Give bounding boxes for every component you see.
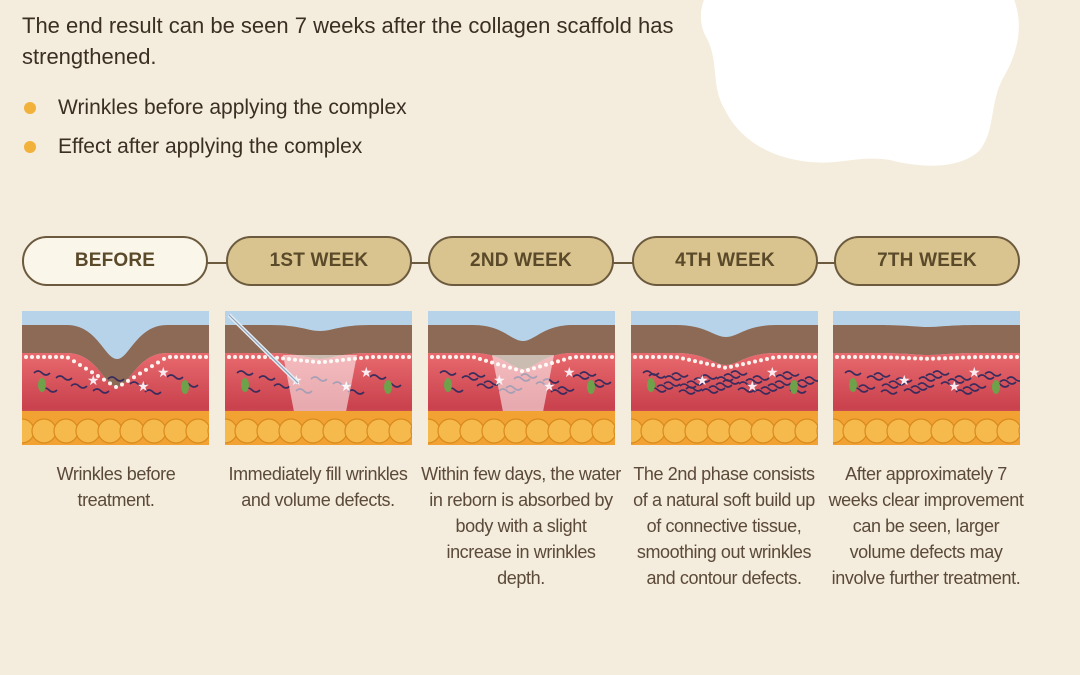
stage-pill-week-4: 4TH WEEK [632, 236, 818, 286]
stage-pill-week-1: 1ST WEEK [226, 236, 412, 286]
legend-item-before: Wrinkles before applying the complex [22, 88, 407, 127]
svg-text:★: ★ [898, 373, 911, 389]
stage-caption-week-2: Within few days, the water in reborn is … [421, 464, 621, 588]
stage-pill-before: BEFORE [22, 236, 208, 286]
skin-illustration-before: ★ ★ ★ [22, 311, 209, 445]
skin-illustration-week-2: ★★★ [428, 311, 615, 445]
svg-text:★: ★ [360, 365, 373, 381]
legend-label: Effect after applying the complex [58, 134, 363, 158]
stage-pill-week-7: 7TH WEEK [834, 236, 1020, 286]
skin-illustration-week-1: ★★★ [225, 311, 412, 445]
skin-illustration-week-4: ★ ★ ★ [631, 311, 818, 445]
skin-illustration-week-7: ★ ★ ★ [833, 311, 1020, 445]
legend-label: Wrinkles before applying the complex [58, 95, 407, 119]
stage-caption-week-4: The 2nd phase consists of a natural soft… [633, 464, 815, 588]
legend-item-after: Effect after applying the complex [22, 127, 407, 166]
svg-text:★: ★ [696, 373, 709, 389]
face-mask-decoration [700, 0, 1019, 166]
intro-text: The end result can be seen 7 weeks after… [22, 13, 674, 69]
svg-text:★: ★ [746, 379, 759, 395]
timeline-connector [610, 262, 634, 264]
stage-caption-week-1: Immediately fill wrinkles and volume def… [228, 464, 408, 510]
bullet-dot-icon [24, 101, 36, 114]
svg-text:★: ★ [157, 365, 170, 381]
bullet-dot-icon [24, 140, 36, 153]
svg-text:★: ★ [87, 373, 100, 389]
timeline: BEFORE 1ST WEEK 2ND WEEK 4TH WEEK 7TH WE… [22, 236, 1022, 290]
svg-text:★: ★ [968, 365, 981, 381]
svg-text:★: ★ [766, 365, 779, 381]
stage-pill-week-2: 2ND WEEK [428, 236, 614, 286]
timeline-connector [206, 262, 228, 264]
svg-text:★: ★ [948, 379, 961, 395]
stage-caption-before: Wrinkles before treatment. [56, 464, 176, 510]
timeline-connector [814, 262, 836, 264]
legend-list: Wrinkles before applying the complex Eff… [22, 88, 407, 166]
stage-caption-week-7: After approximately 7 weeks clear improv… [828, 464, 1024, 588]
svg-text:★: ★ [563, 365, 576, 381]
svg-text:★: ★ [137, 379, 150, 395]
timeline-connector [408, 262, 430, 264]
